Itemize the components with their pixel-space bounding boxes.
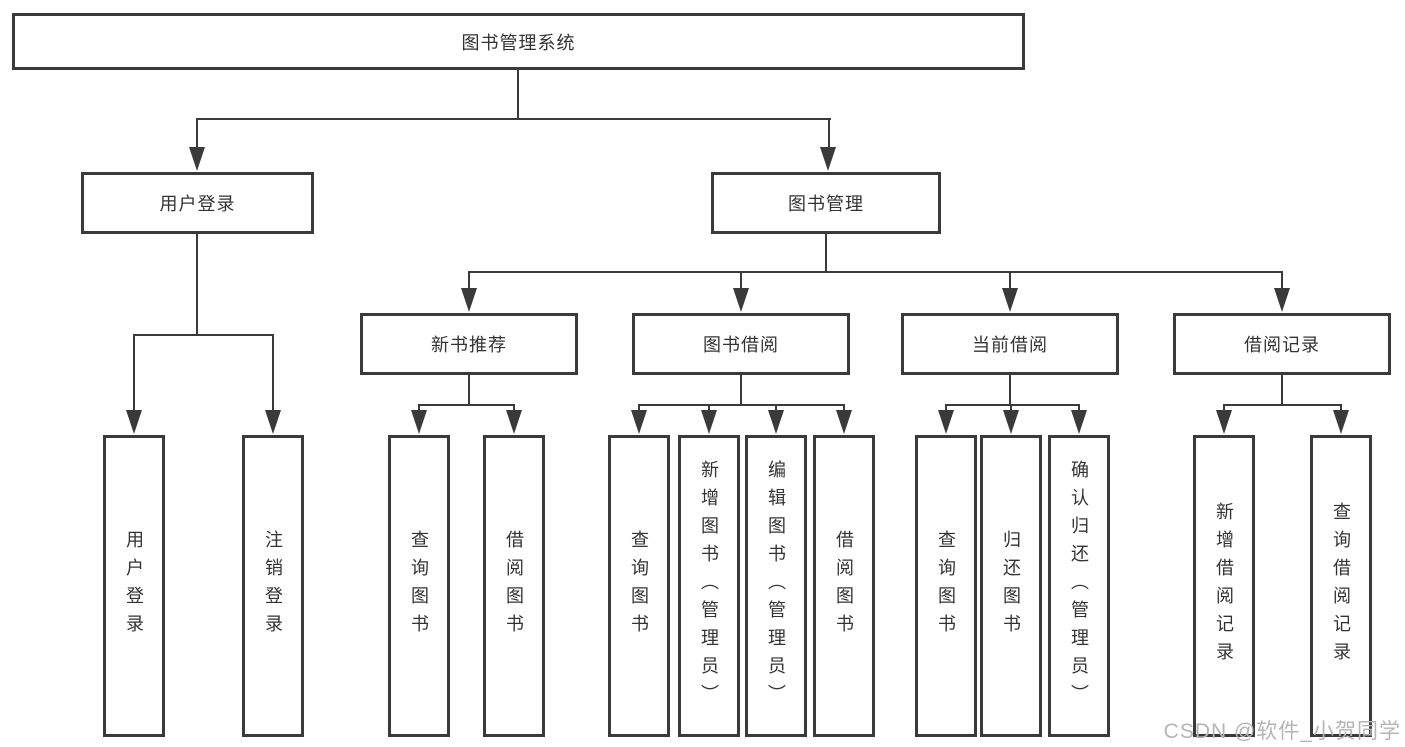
connector-drop [638,404,640,412]
connector-drop [418,404,420,412]
connector-drop [133,334,135,410]
connector-drop [272,334,274,410]
leaf-add-borrow-record: 新增借阅记录 [1193,435,1255,737]
arrow-down-icon [820,147,836,171]
arrow-down-icon [126,410,142,434]
connector-borrowrecord-bar [1223,404,1342,406]
connector-newbook-stub [468,375,470,405]
leaf-label: 编辑图书（管理员） [766,460,786,712]
arrow-down-icon [461,288,477,312]
connector-drop [1281,271,1283,289]
connector-drop [468,271,470,289]
leaf-label: 新增借阅记录 [1214,502,1234,670]
connector-drop [1223,404,1225,412]
connector-drop [1340,404,1342,412]
leaf-label: 新增图书（管理员） [699,460,719,712]
arrow-down-icon [189,147,205,171]
arrow-down-icon [631,410,647,434]
arrow-down-icon [836,410,852,434]
node-label: 图书借阅 [703,335,779,355]
leaf-label: 确认归还（管理员） [1069,460,1089,712]
leaf-edit-books-admin: 编辑图书（管理员） [745,435,807,737]
leaf-label: 用户登录 [124,530,144,642]
connector-level2-bar [468,271,1283,273]
leaf-label: 查询图书 [629,530,649,642]
connector-drop [1078,404,1080,412]
node-borrow-record: 借阅记录 [1173,313,1391,375]
connector-currentborrow-stub [1009,375,1011,405]
arrow-down-icon [1071,410,1087,434]
leaf-query-books-borrow: 查询图书 [608,435,670,737]
leaf-borrow-books-newbook: 借阅图书 [483,435,545,737]
node-label: 图书管理 [788,194,864,214]
leaf-borrow-books: 借阅图书 [813,435,875,737]
connector-drop [775,404,777,412]
arrow-down-icon [1274,288,1290,312]
arrow-down-icon [1003,410,1019,434]
connector-drop-book-mgmt [828,118,830,149]
connector-root-stub [517,70,519,119]
node-label: 图书管理系统 [461,32,576,53]
connector-userlogin-stub [196,234,198,335]
connector-bookborrow-bar [638,404,845,406]
node-label: 新书推荐 [431,335,507,355]
connector-drop [1009,271,1011,289]
arrow-down-icon [1333,410,1349,434]
leaf-query-borrow-record: 查询借阅记录 [1310,435,1372,737]
leaf-return-books: 归还图书 [980,435,1042,737]
arrow-down-icon [411,410,427,434]
connector-drop [945,404,947,412]
leaf-label: 借阅图书 [504,530,524,642]
arrow-down-icon [1216,410,1232,434]
connector-drop [843,404,845,412]
leaf-add-books-admin: 新增图书（管理员） [678,435,740,737]
node-book-management: 图书管理 [711,172,941,234]
node-label: 当前借阅 [972,335,1048,355]
connector-drop [1010,404,1012,412]
connector-level1-bar [197,118,831,120]
leaf-label: 注销登录 [263,530,283,642]
node-new-book-recommend: 新书推荐 [360,313,578,375]
leaf-label: 查询图书 [936,530,956,642]
arrow-down-icon [1002,288,1018,312]
arrow-down-icon [768,410,784,434]
connector-drop [513,404,515,412]
leaf-user-login: 用户登录 [103,435,165,737]
node-user-login: 用户登录 [81,172,314,234]
connector-borrowrecord-stub [1281,375,1283,405]
arrow-down-icon [506,410,522,434]
leaf-label: 借阅图书 [834,530,854,642]
node-book-borrow: 图书借阅 [632,313,850,375]
connector-drop-user-login [196,118,198,149]
connector-userlogin-bar [133,334,274,336]
leaf-query-books-current: 查询图书 [915,435,977,737]
connector-newbook-bar [418,404,515,406]
arrow-down-icon [938,410,954,434]
leaf-label: 查询图书 [409,530,429,642]
connector-bookborrow-stub [740,375,742,405]
connector-drop [708,404,710,412]
leaf-logout: 注销登录 [242,435,304,737]
connector-drop [740,271,742,289]
arrow-down-icon [733,288,749,312]
leaf-confirm-return-admin: 确认归还（管理员） [1048,435,1110,737]
arrow-down-icon [265,410,281,434]
node-library-management-system: 图书管理系统 [12,13,1025,70]
node-current-borrow: 当前借阅 [901,313,1119,375]
node-label: 借阅记录 [1244,335,1320,355]
connector-bookmgmt-stub [825,234,827,273]
leaf-label: 归还图书 [1001,530,1021,642]
arrow-down-icon [701,410,717,434]
leaf-label: 查询借阅记录 [1331,502,1351,670]
csdn-watermark: CSDN @软件_小贺同学 [1163,720,1401,743]
leaf-query-books-newbook: 查询图书 [388,435,450,737]
node-label: 用户登录 [159,194,236,214]
connector-currentborrow-bar [945,404,1080,406]
